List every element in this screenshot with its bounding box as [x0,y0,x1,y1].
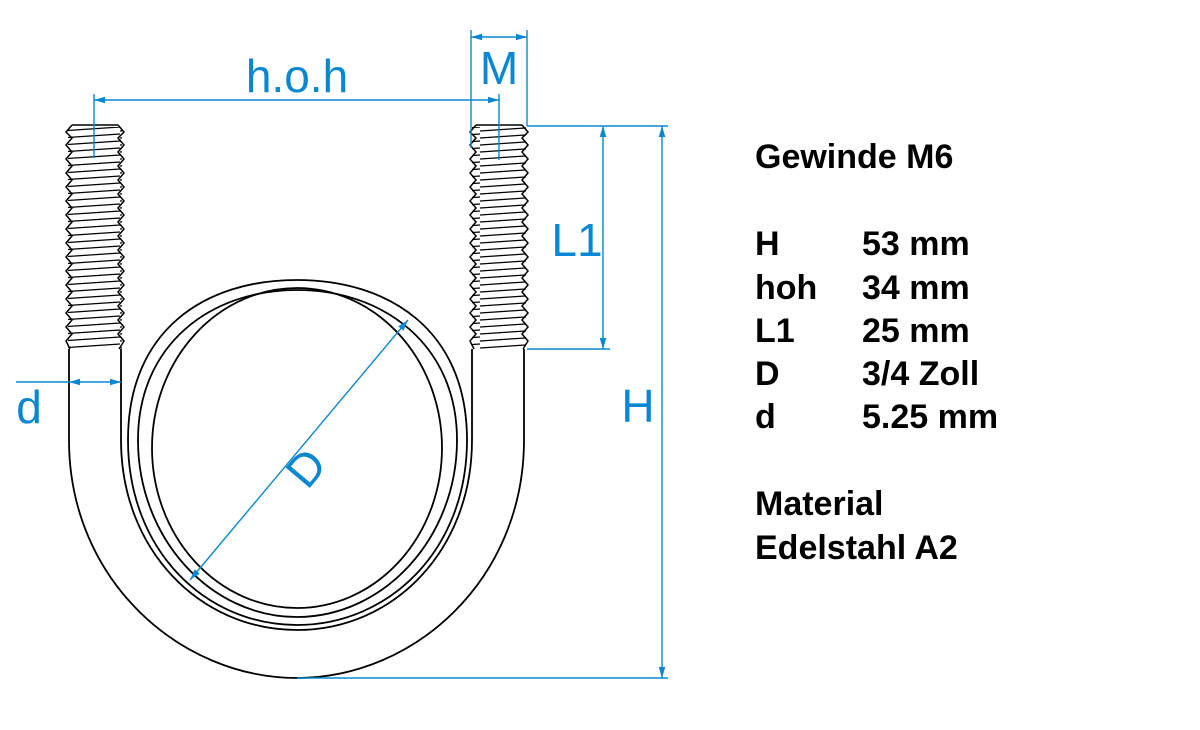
label-M: M [480,42,518,94]
spec-value: 53 mm [862,225,970,263]
left-threaded-leg [64,124,126,350]
thread-title: Gewinde M6 [755,138,954,176]
spec-key: d [755,398,776,436]
u-bolt-drawing: h.o.h M L1 H d D [16,30,668,679]
material-label: Material [755,485,884,523]
label-H: H [621,380,654,432]
spec-value: 25 mm [862,312,970,350]
spec-key: H [755,225,780,263]
label-d: d [16,381,42,433]
label-L1: L1 [551,214,602,266]
material-value: Edelstahl A2 [755,529,958,567]
spec-value: 34 mm [862,269,970,307]
label-D: D [275,438,336,497]
right-threaded-leg [468,124,530,350]
dimension-lines [16,30,668,679]
spec-key: D [755,355,780,393]
pipe-rings [127,279,468,626]
spec-value: 5.25 mm [862,398,999,436]
label-hoh: h.o.h [246,50,348,102]
spec-value: 3/4 Zoll [862,355,980,393]
u-bolt-body [68,349,525,679]
spec-key: L1 [755,312,795,350]
spec-key: hoh [755,269,818,307]
